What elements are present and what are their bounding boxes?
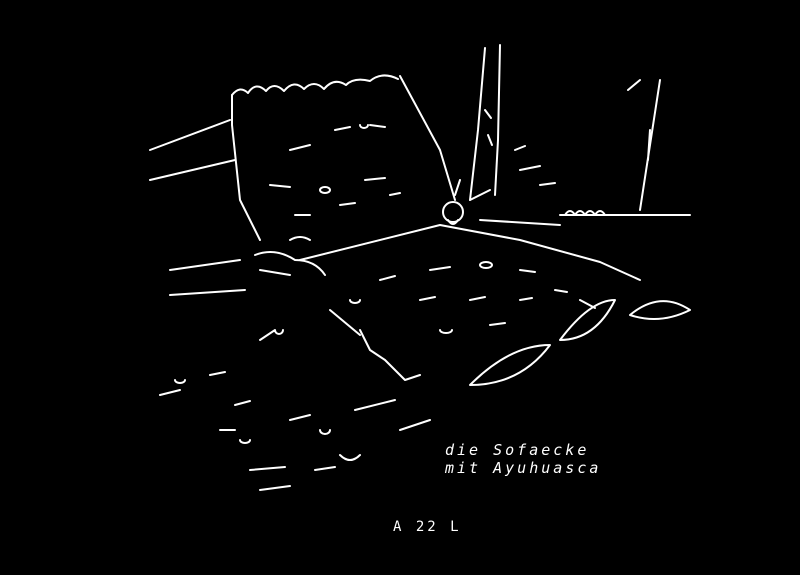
caption-line-1: die Sofaecke	[445, 441, 590, 459]
sofa-cushion	[299, 224, 641, 381]
figure	[254, 179, 491, 276]
wall-lines	[149, 79, 691, 296]
sofa-armrest	[469, 44, 556, 201]
floor-shapes	[159, 299, 691, 491]
signature: A 22 L	[393, 519, 462, 535]
caption-line-2: mit Ayuhuasca	[445, 459, 602, 477]
sofa-backrest	[231, 74, 456, 241]
